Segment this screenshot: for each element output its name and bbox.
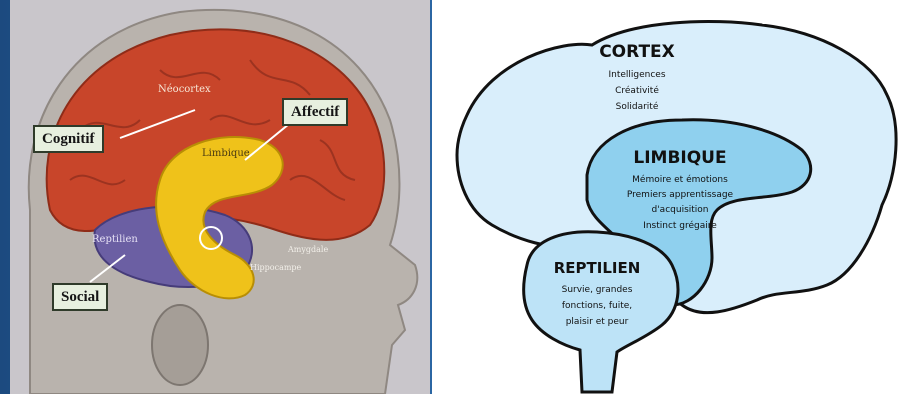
cortex-line-2: Créativité xyxy=(615,85,659,96)
limbique-line-3: d'acquisition xyxy=(652,205,709,215)
reptilien-line-2: fonctions, fuite, xyxy=(562,301,632,311)
label-reptilien: Reptilien xyxy=(92,234,138,245)
ear-shape xyxy=(152,305,208,385)
limbique-line-1: Mémoire et émotions xyxy=(632,174,728,185)
reptilien-title: REPTILIEN xyxy=(554,259,641,277)
schematic-brain-panel: CORTEX Intelligences Créativité Solidari… xyxy=(432,0,907,394)
label-neocortex: Néocortex xyxy=(158,84,211,95)
cortex-line-3: Solidarité xyxy=(616,101,659,112)
head-illustration-panel: Néocortex Limbique Reptilien Amygdale Hi… xyxy=(10,0,430,394)
reptilien-shape xyxy=(524,232,678,392)
label-hippocampe: Hippocampe xyxy=(250,263,302,272)
cortex-line-1: Intelligences xyxy=(608,70,665,80)
reptilien-line-1: Survie, grandes xyxy=(562,285,633,295)
schematic-brain: CORTEX Intelligences Créativité Solidari… xyxy=(432,0,907,394)
callout-affectif: Affectif xyxy=(282,98,348,126)
callout-social: Social xyxy=(52,283,108,311)
limbique-line-4: Instinct grégaire xyxy=(643,220,717,231)
head-illustration: Néocortex Limbique Reptilien Amygdale Hi… xyxy=(10,0,430,394)
limbique-line-2: Premiers apprentissage xyxy=(627,190,734,200)
callout-cognitif: Cognitif xyxy=(33,125,104,153)
label-limbique: Limbique xyxy=(202,148,250,159)
limbique-title: LIMBIQUE xyxy=(633,148,726,168)
cortex-title: CORTEX xyxy=(599,42,675,62)
label-amygdale: Amygdale xyxy=(287,245,328,254)
reptilien-line-3: plaisir et peur xyxy=(566,317,629,327)
